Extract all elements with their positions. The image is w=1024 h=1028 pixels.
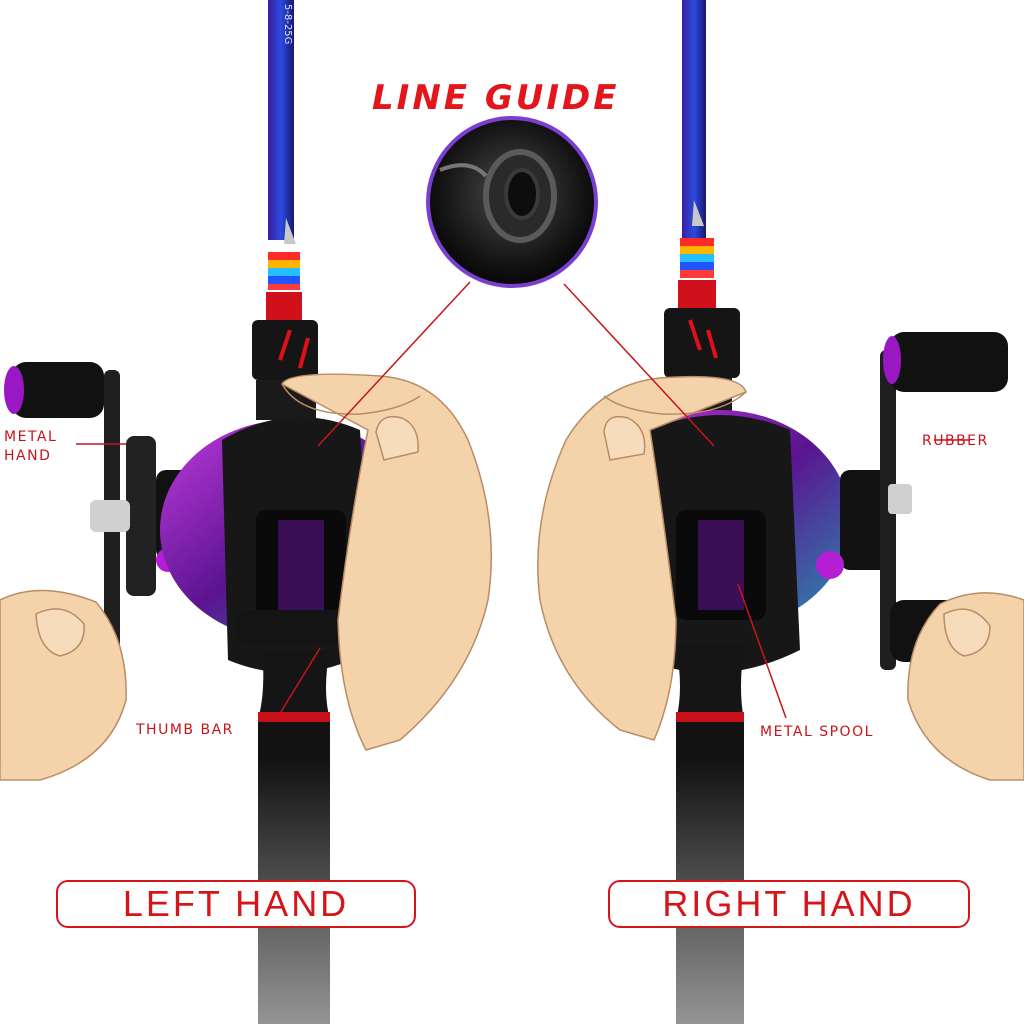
page-title: LINE GUIDE [372, 78, 620, 118]
hook-keeper-icon [692, 200, 704, 226]
left-hand-badge: LEFT HAND [56, 880, 416, 928]
rubber-label: RUBBER [922, 433, 989, 449]
thumb-bar-label: THUMB BAR [136, 722, 234, 738]
rubber-knob [890, 332, 1008, 392]
right-rod [664, 0, 740, 418]
thumb-bar [236, 610, 356, 644]
left-reel [4, 362, 420, 673]
right-hand-badge: RIGHT HAND [608, 880, 970, 928]
rubber-knob [12, 362, 104, 418]
metal-hand-label-line1: METAL [4, 429, 58, 445]
callout-lines [76, 281, 970, 721]
metal-hand-label-line2: HAND [4, 448, 52, 464]
hook-keeper-icon [284, 218, 296, 244]
left-rod: 5-8-25G [252, 0, 318, 420]
line-guide-zoom [426, 116, 598, 288]
rod-print: 5-8-25G [282, 4, 293, 44]
metal-spool-label: METAL SPOOL [760, 724, 874, 740]
right-hand [537, 375, 1024, 781]
